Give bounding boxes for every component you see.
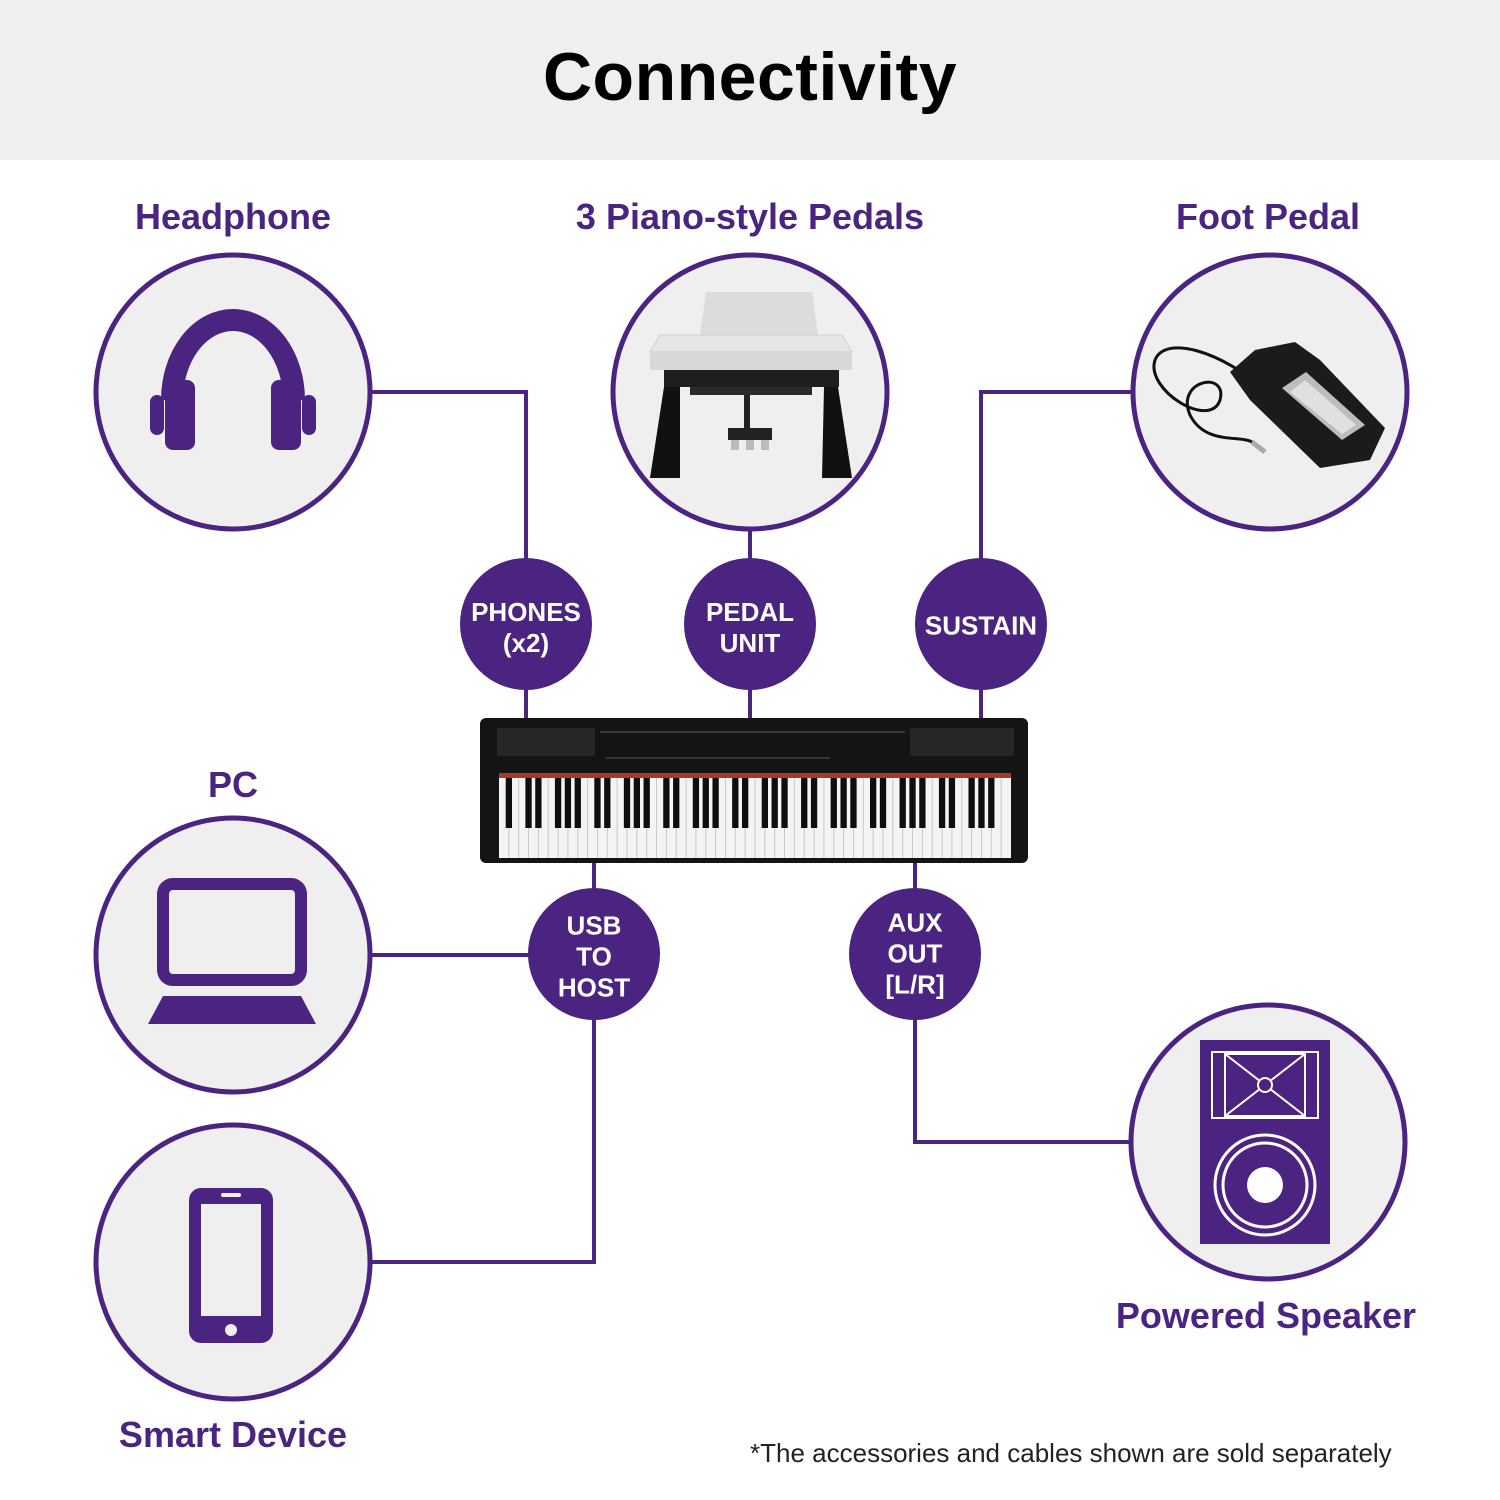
phones-port-line2: (x2) [502, 628, 550, 658]
black-key [899, 778, 906, 828]
black-key [663, 778, 670, 828]
aux-port-line1: AUX [887, 907, 943, 938]
black-key [781, 778, 788, 828]
black-key [535, 778, 542, 828]
black-key [771, 778, 778, 828]
pedal-unit-port-line1: PEDAL [705, 597, 795, 627]
black-key [732, 778, 739, 828]
black-key [840, 778, 847, 828]
black-key [594, 778, 601, 828]
black-key [810, 778, 818, 828]
headphone-circle [93, 252, 373, 532]
black-key [525, 778, 532, 828]
black-key [879, 778, 887, 828]
aux-port-label: AUX OUT [L/R] [885, 908, 944, 1001]
line-usb-smartdevice [370, 1018, 596, 1264]
line-aux-speaker [913, 1018, 1130, 1144]
black-key [564, 778, 572, 828]
black-key [633, 778, 640, 828]
pedal-unit-port-label: PEDAL UNIT [706, 597, 794, 659]
usb-port-line1: USB [566, 910, 622, 941]
usb-port-label: USB TO HOST [558, 911, 630, 1004]
foot-pedal-label: Foot Pedal [1175, 196, 1361, 237]
header-band [0, 0, 1500, 160]
phones-port-circle [460, 558, 592, 690]
pedals-label: 3 Piano-style Pedals [575, 196, 925, 237]
laptop-icon [148, 878, 316, 1024]
digital-piano-icon [480, 718, 1028, 863]
smart-device-label: Smart Device [118, 1414, 348, 1455]
footnote: *The accessories and cables shown are so… [750, 1438, 1392, 1468]
pc-label: PC [207, 764, 259, 805]
black-key [505, 778, 512, 828]
pedal-unit-port-line2: UNIT [719, 628, 781, 658]
sustain-port-line1: SUSTAIN [924, 610, 1038, 641]
black-key [712, 778, 719, 828]
headphone-label: Headphone [134, 196, 332, 237]
black-key [830, 778, 837, 828]
black-key [968, 778, 975, 828]
speaker-label: Powered Speaker [1115, 1295, 1417, 1336]
black-key [554, 778, 562, 828]
black-key [574, 778, 581, 828]
line-headphone-phones [370, 390, 528, 560]
pc-circle [93, 815, 373, 1095]
black-key [742, 778, 749, 828]
black-key [988, 778, 995, 828]
black-key [692, 778, 700, 828]
black-key [604, 778, 611, 828]
black-key [909, 778, 916, 828]
aux-port-line2: OUT [887, 938, 943, 969]
black-key [801, 778, 808, 828]
black-key [643, 778, 650, 828]
smartphone-icon [189, 1188, 273, 1343]
usb-port-line2: TO [576, 941, 612, 972]
speaker-icon [1200, 1040, 1330, 1244]
black-key [870, 778, 877, 828]
pedal-unit-port-circle [684, 558, 816, 690]
page-title: Connectivity [542, 39, 958, 115]
aux-port-circle [849, 888, 981, 1020]
phones-port-line1: PHONES [471, 597, 581, 627]
sustain-port-label: SUSTAIN [925, 611, 1037, 642]
aux-port-line3: [L/R] [885, 969, 945, 1000]
connector-lines [370, 390, 1132, 1264]
foot-pedal-icon [1152, 342, 1385, 468]
black-key [761, 778, 768, 828]
piano-stand-pedal-unit-icon [649, 292, 853, 478]
black-key [623, 778, 631, 828]
black-key [978, 778, 985, 828]
sustain-port-circle [915, 558, 1047, 690]
black-key [948, 778, 956, 828]
headphone-icon [150, 309, 316, 450]
usb-port-circle [528, 888, 660, 1020]
phones-port-label: PHONES (x2) [471, 597, 581, 659]
black-key [850, 778, 857, 828]
black-key [702, 778, 709, 828]
black-keys [505, 778, 995, 828]
usb-port-line3: HOST [557, 972, 631, 1003]
black-key [938, 778, 946, 828]
black-key [673, 778, 680, 828]
black-key [919, 778, 926, 828]
line-footpedal-sustain [979, 390, 1132, 560]
